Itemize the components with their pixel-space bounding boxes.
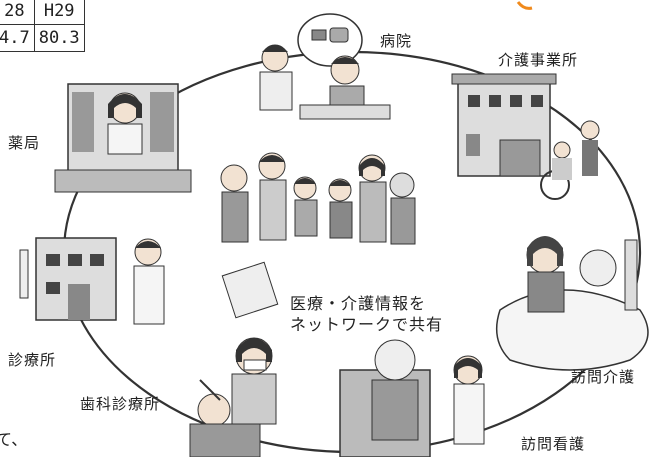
label-care-office: 介護事業所 (498, 51, 579, 69)
dental-clinic-illustration (189, 337, 277, 457)
label-dental-clinic: 歯科診療所 (80, 395, 161, 413)
center-caption-line2: ネットワークで共有 (290, 315, 444, 334)
label-home-care: 訪問介護 (571, 368, 636, 386)
table-cell: 4.7 (0, 24, 35, 52)
data-table: 28 H29 4.7 80.3 (0, 0, 85, 52)
text-fragment: て、 (0, 430, 28, 449)
table-row: 28 H29 (0, 0, 85, 25)
home-nursing-illustration (339, 339, 485, 457)
label-home-nursing: 訪問看護 (521, 435, 586, 453)
family-illustration (220, 152, 416, 319)
label-hospital: 病院 (380, 32, 413, 50)
clinic-illustration (19, 237, 165, 325)
table-cell: 80.3 (33, 24, 85, 52)
care-office-illustration (451, 73, 600, 200)
home-care-illustration (495, 236, 649, 371)
center-caption-line1: 医療・介護情報を (290, 294, 427, 313)
table-cell: 28 (0, 0, 35, 25)
accent-mark (516, 1, 533, 10)
table-cell: H29 (33, 0, 85, 25)
center-caption: 医療・介護情報を ネットワークで共有 (290, 293, 443, 335)
label-clinic: 診療所 (8, 351, 57, 369)
label-pharmacy: 薬局 (8, 134, 41, 152)
pharmacy-illustration (54, 83, 192, 193)
hospital-illustration (259, 13, 391, 120)
table-row: 4.7 80.3 (0, 24, 85, 52)
